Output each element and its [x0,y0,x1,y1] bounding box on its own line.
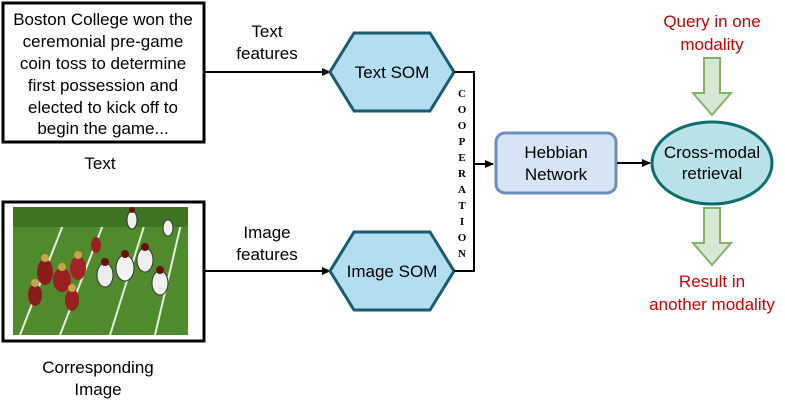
text-box-line: coin toss to determine [20,54,186,73]
text-box-line: first possession and [28,76,178,95]
text-features-label: features [236,44,297,63]
cross-modal-label: retrieval [682,164,742,183]
text-features-label: Text [251,22,282,41]
image-som-label: Image SOM [347,262,438,281]
query-label: Query in one [663,12,760,31]
image-caption-line: Image [74,380,121,399]
football-image [1,200,206,343]
image-caption-line: Corresponding [42,358,154,377]
cooperation-letter: C [458,88,466,100]
hebbian-network-box [494,131,618,195]
text-box-line: Boston College won the [13,10,193,29]
cooperation-connector [454,71,475,272]
text-caption: Text [84,154,115,173]
query-label: modality [680,35,744,54]
cooperation-letter: R [458,168,467,180]
cooperation-letter: E [458,152,465,164]
result-label: Result in [679,272,745,291]
result-down-arrow [690,207,734,267]
text-box-line: ceremonial pre-game [23,32,184,51]
query-down-arrow [690,57,734,117]
image-features-label: features [236,245,297,264]
hebbian-label: Network [525,165,588,184]
text-input-box: Boston College won the ceremonial pre-ga… [1,1,206,144]
cooperation-letter: P [459,136,466,148]
cooperation-letter: I [460,216,464,228]
cooperation-label: C O O P E R A T I O N [458,88,467,260]
cooperation-letter: O [458,120,467,132]
text-som-hexagon [328,31,456,113]
text-som-label: Text SOM [355,63,430,82]
cooperation-letter: N [458,248,466,260]
cross-modal-ellipse [650,120,774,206]
cooperation-letter: T [458,200,466,212]
text-box-line: elected to kick off to [28,98,178,117]
text-box-line: begin the game... [37,119,168,138]
cooperation-letter: O [458,232,467,244]
image-features-label: Image [243,223,290,242]
result-label: another modality [649,295,775,314]
cooperation-letter: O [458,104,467,116]
cooperation-letter: A [458,184,466,196]
cross-modal-label: Cross-modal [664,143,760,162]
image-som-hexagon [328,230,456,312]
hebbian-label: Hebbian [524,143,587,162]
